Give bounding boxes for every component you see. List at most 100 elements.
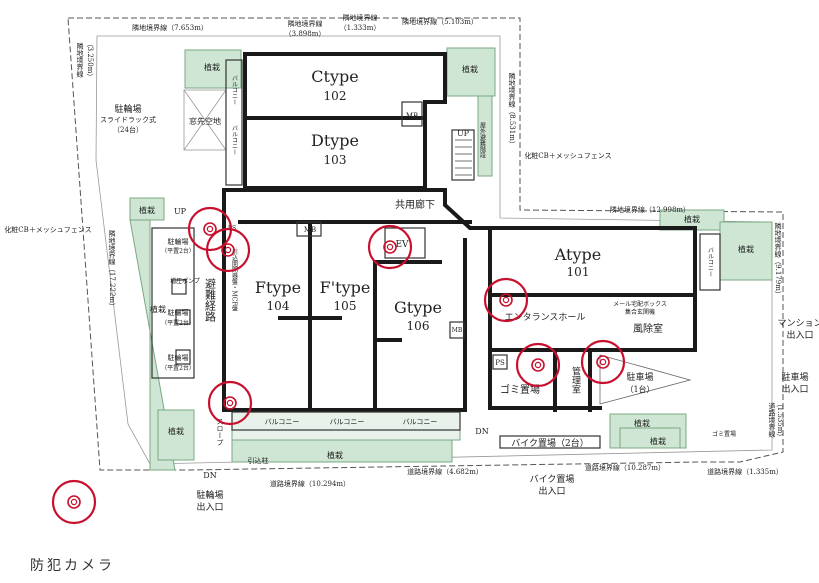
label-up-2: UP: [174, 207, 187, 216]
label-planter-5: 植栽: [327, 450, 343, 460]
label-balcony-6: バルコニー: [707, 247, 714, 277]
label-corridor: 共用廊下: [395, 198, 435, 211]
label-bicycle-entrance: 駐輪場: [196, 489, 223, 501]
label-mansion-entrance: マンション: [777, 319, 819, 329]
label-garbage: ゴミ置場: [500, 383, 540, 396]
unit-num-g: 106: [407, 319, 430, 333]
camera-5-icon: [515, 342, 561, 388]
label-pole: 引込柱: [248, 456, 269, 465]
security-cameras: [187, 206, 626, 426]
boundary-corner: 道路境界線: [768, 402, 776, 438]
label-bike-entrance2: 出入口: [538, 485, 565, 497]
camera-7-icon: [207, 380, 253, 426]
site-outline: [95, 35, 773, 465]
thin-walls: [151, 59, 721, 449]
unit-type-g: Gtype: [394, 298, 442, 317]
boundary-bottom3: 道路境界線（10.287m）: [585, 463, 665, 472]
camera-2-icon: [205, 227, 251, 273]
entrance-labels: マンション 出入口 駐車場 出入口 駐輪場 出入口: [196, 319, 819, 513]
boundary-right3: 隣地境界線（9.179m）: [774, 221, 782, 298]
label-skylight: 窓先空地: [189, 116, 221, 126]
label-mgmt: 管理室: [570, 365, 581, 393]
walls: [222, 52, 697, 412]
legend-camera-icon: [51, 479, 97, 525]
boundary-labels: 隣地境界線（7.653m） 隣地境界線 （3.898m） 隣地境界線 （1.33…: [4, 13, 784, 488]
boundary-top4: 隣地境界線（5.103m）: [402, 17, 478, 26]
label-bicycle: 駐輪場: [114, 103, 141, 115]
label-parking-count: （1台）: [625, 384, 654, 394]
label-ev: EV: [395, 240, 409, 250]
boundary-left2: 隣地境界線（17.222m）: [108, 229, 116, 310]
label-slope: スロープ: [216, 418, 224, 446]
label-planter-7: 植栽: [738, 244, 754, 254]
boundary-top2b: （3.898m）: [285, 30, 326, 38]
fence-left: 化粧CB＋メッシュフェンス: [4, 225, 91, 234]
unit-type-a: Atype: [554, 245, 601, 264]
label-parking: 駐車場: [626, 371, 653, 383]
label-planter-4: 植栽: [168, 426, 184, 436]
boundary-top3: 隣地境界線: [343, 13, 378, 22]
label-mb-3: MB: [452, 327, 463, 334]
camera-4-icon: [483, 277, 529, 323]
room-labels: 共用廊下 エンタランスホール 風除室 メール宅配ボックス 集合玄関機 ゴミ置場 …: [100, 62, 754, 497]
label-bike3: 駐輪場: [168, 353, 189, 362]
label-balcony-1: バルコニー: [265, 418, 300, 426]
label-car-entrance2: 出入口: [781, 383, 808, 395]
label-bike2: 駐輪場: [168, 308, 189, 317]
label-garbage-yard: ゴミ置場: [712, 430, 736, 438]
label-evac: 避難経路: [204, 277, 217, 323]
label-balcony-5: バルコニー: [231, 125, 238, 155]
label-car-entrance: 駐車場: [781, 371, 808, 383]
legend-label: 防犯カメラ: [30, 558, 115, 574]
label-planter-8: 植栽: [634, 418, 650, 428]
camera-6-icon: [580, 339, 626, 385]
label-planter-2: 植栽: [462, 64, 478, 74]
label-ps-1: PS: [495, 359, 505, 367]
boundary-bottom1: 道路境界線（10.294m）: [270, 479, 350, 488]
label-bicycle-count: （24台）: [113, 125, 143, 134]
label-entrance: エンタランスホール: [505, 312, 586, 323]
boundary-top1: 隣地境界線（7.653m）: [132, 23, 208, 32]
label-stairs: 屋外避難階段: [479, 122, 486, 159]
unit-type-f2: F'type: [320, 278, 371, 297]
label-bike-entrance: バイク置場: [530, 473, 575, 485]
planter-areas: [129, 47, 773, 471]
unit-type-f: Ftype: [255, 278, 301, 297]
label-mb-1: MB: [406, 112, 418, 120]
label-pump: 増圧ポンプ: [170, 277, 200, 285]
unit-labels: Ctype 102 Dtype 103 Atype 101 Ftype 104 …: [255, 67, 601, 333]
label-bike3b: （平置2台）: [161, 364, 195, 372]
label-bicycle-rack: スライドラック式: [100, 115, 156, 124]
label-mail2: 集合玄関機: [625, 308, 655, 316]
label-up-1: UP: [457, 129, 470, 138]
label-bike1: 駐輪場: [168, 237, 189, 246]
boundary-top3b: （1.333m）: [340, 24, 381, 32]
unit-num-c: 102: [324, 89, 347, 103]
boundary-right2: 隣地境界線（12.998m）: [610, 205, 690, 214]
label-dn-2: DN: [203, 471, 216, 480]
label-mail: メール宅配ボックス: [613, 300, 667, 308]
label-windbreak: 風除室: [633, 322, 663, 335]
boundary-left1b: （3.250m）: [86, 40, 94, 81]
label-planter-10: 植栽: [150, 304, 166, 314]
label-planter-3: 植栽: [139, 205, 155, 215]
unit-num-f: 104: [267, 299, 290, 313]
unit-num-a: 101: [567, 265, 590, 279]
label-bike1b: （平置2台）: [161, 247, 195, 255]
label-planter-6: 植栽: [684, 214, 700, 224]
boundary-top2: 隣地境界線: [288, 19, 323, 28]
camera-3-icon: [367, 224, 413, 270]
fence-right: 化粧CB＋メッシュフェンス: [524, 151, 611, 160]
boundary-bottom2: 道路境界線（4.682m）: [407, 467, 483, 476]
label-mansion-entrance2: 出入口: [786, 329, 813, 341]
boundary-right1: 隣地境界線（8.531m）: [508, 71, 516, 148]
parking-space: [599, 354, 692, 405]
label-bike: バイク置場（2台）: [511, 437, 589, 449]
label-balcony-3: バルコニー: [403, 418, 438, 426]
label-planter-9: 植栽: [650, 436, 666, 446]
stairs: [455, 139, 472, 176]
label-bike2b: （平置2台）: [161, 319, 195, 327]
boundary-corner2: （1.535m）: [776, 400, 784, 441]
boundary-left1: 隣地境界線: [76, 42, 84, 78]
